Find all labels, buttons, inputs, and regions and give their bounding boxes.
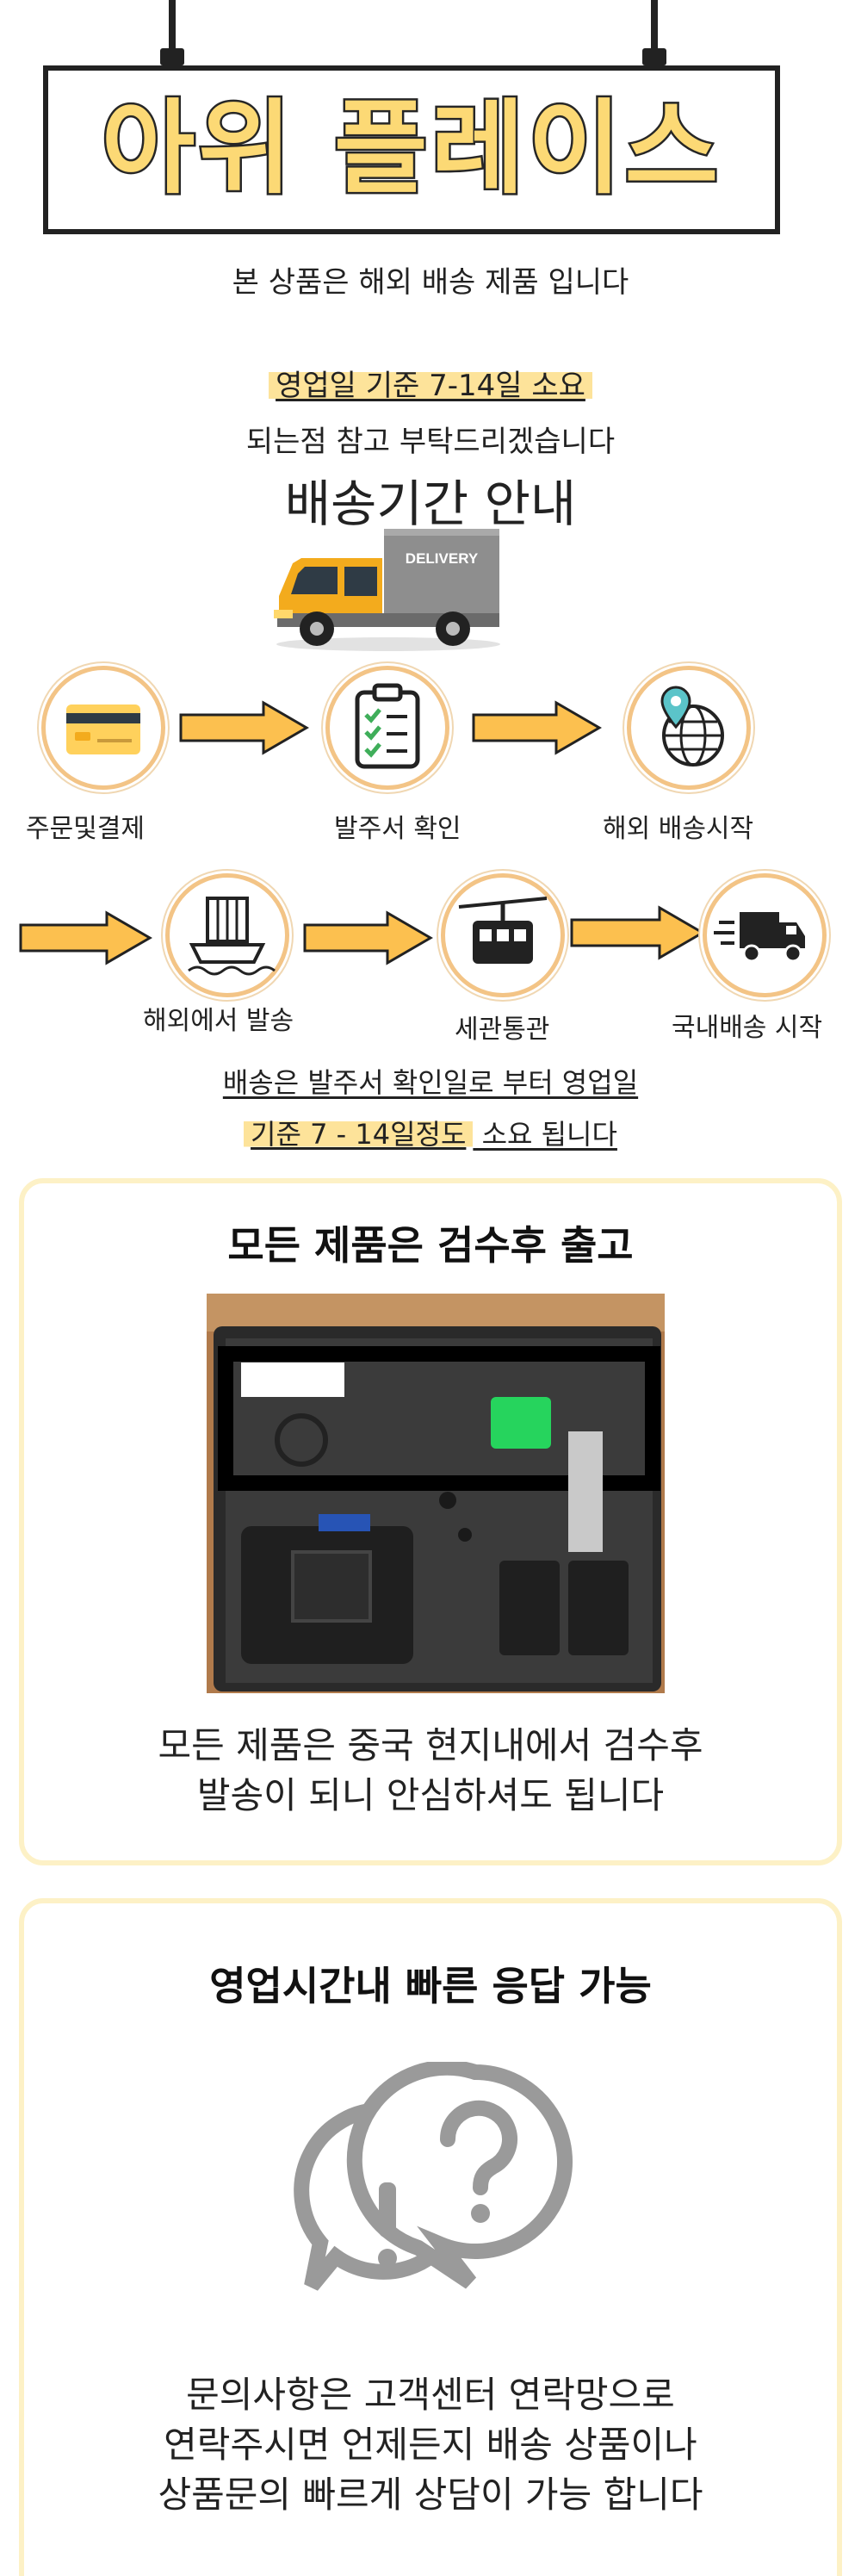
step-label-domestic: 국내배송 시작 bbox=[672, 1013, 823, 1043]
step-circle-payment bbox=[41, 666, 165, 790]
question-speech-bubbles-icon bbox=[294, 2062, 573, 2291]
sign-hook-right bbox=[642, 48, 666, 65]
step-label-ship: 해외에서 발송 bbox=[143, 1006, 294, 1036]
delivery-truck-icon bbox=[714, 912, 805, 963]
clipboard-checklist-icon bbox=[355, 683, 420, 769]
step-label-order-confirm: 발주서 확인 bbox=[334, 814, 461, 844]
summary-line-1: 배송은 발주서 확인일로 부터 영업일 bbox=[0, 1061, 861, 1101]
arrow-5 bbox=[570, 905, 705, 960]
inspection-line-1: 모든 제품은 중국 현지내에서 검수후 bbox=[158, 1724, 703, 1766]
sign-hook-left bbox=[160, 48, 184, 65]
support-line-3: 상품문의 빠르게 상담이 가능 합니다 bbox=[158, 2474, 703, 2516]
step-circle-customs bbox=[441, 873, 565, 997]
support-title: 영업시간내 빠른 응답 가능 bbox=[209, 1963, 652, 2009]
product-case-photo bbox=[207, 1294, 665, 1693]
step-label-payment: 주문및결제 bbox=[26, 814, 145, 844]
store-sign: 아위 플레이스 bbox=[43, 65, 780, 234]
cargo-ship-icon bbox=[188, 897, 276, 976]
step-circle-domestic bbox=[703, 873, 827, 997]
inspection-title: 모든 제품은 검수후 출고 bbox=[227, 1222, 634, 1269]
inspection-line-2: 발송이 되니 안심하셔도 됩니다 bbox=[196, 1774, 665, 1816]
overseas-notice: 본 상품은 해외 배송 제품 입니다 bbox=[232, 265, 629, 300]
step-circle-order-confirm bbox=[325, 666, 449, 790]
arrow-3 bbox=[19, 910, 152, 965]
reference-notice: 되는점 참고 부탁드리겠습니다 bbox=[245, 425, 616, 459]
truck-label: DELIVERY bbox=[406, 550, 479, 567]
shipping-period-heading: 배송기간 안내 bbox=[284, 475, 577, 533]
support-line-2: 연락주시면 언제든지 배송 상품이나 bbox=[164, 2424, 697, 2466]
sign-wire-left bbox=[169, 0, 176, 53]
support-line-1: 문의사항은 고객센터 연락망으로 bbox=[186, 2374, 675, 2416]
summary-line-2: 기준 7 - 14일정도 소요 됩니다 bbox=[0, 1113, 861, 1152]
lead-time-highlight: 영업일 기준 7-14일 소요 bbox=[269, 369, 592, 403]
sign-wire-right bbox=[651, 0, 658, 53]
summary-line-2-rest: 소요 됩니다 bbox=[473, 1118, 617, 1151]
arrow-2 bbox=[472, 700, 602, 755]
cable-car-icon bbox=[458, 897, 548, 964]
step-label-customs: 세관통관 bbox=[455, 1015, 550, 1045]
credit-card-icon bbox=[66, 705, 140, 754]
delivery-truck-illustration: DELIVERY bbox=[274, 529, 500, 651]
globe-location-icon bbox=[660, 686, 724, 767]
lead-time-notice: 영업일 기준 7-14일 소요 bbox=[0, 362, 861, 404]
arrow-1 bbox=[179, 700, 309, 755]
arrow-4 bbox=[303, 910, 433, 965]
inspection-card: 모든 제품은 검수후 출고 모든 제품은 중국 현지내에서 검수후 발송이 되니… bbox=[19, 1178, 842, 1865]
step-circle-ship bbox=[165, 873, 289, 997]
summary-highlight: 기준 7 - 14일정도 bbox=[244, 1118, 474, 1151]
support-card: 영업시간내 빠른 응답 가능 문의사항은 고객센터 연락망으로 연락주시면 언제… bbox=[19, 1898, 842, 2576]
store-name: 아위 플레이스 bbox=[99, 87, 722, 210]
step-label-overseas-start: 해외 배송시작 bbox=[603, 814, 754, 844]
summary-line-1-text: 배송은 발주서 확인일로 부터 영업일 bbox=[222, 1066, 639, 1099]
step-circle-overseas-start bbox=[627, 666, 751, 790]
